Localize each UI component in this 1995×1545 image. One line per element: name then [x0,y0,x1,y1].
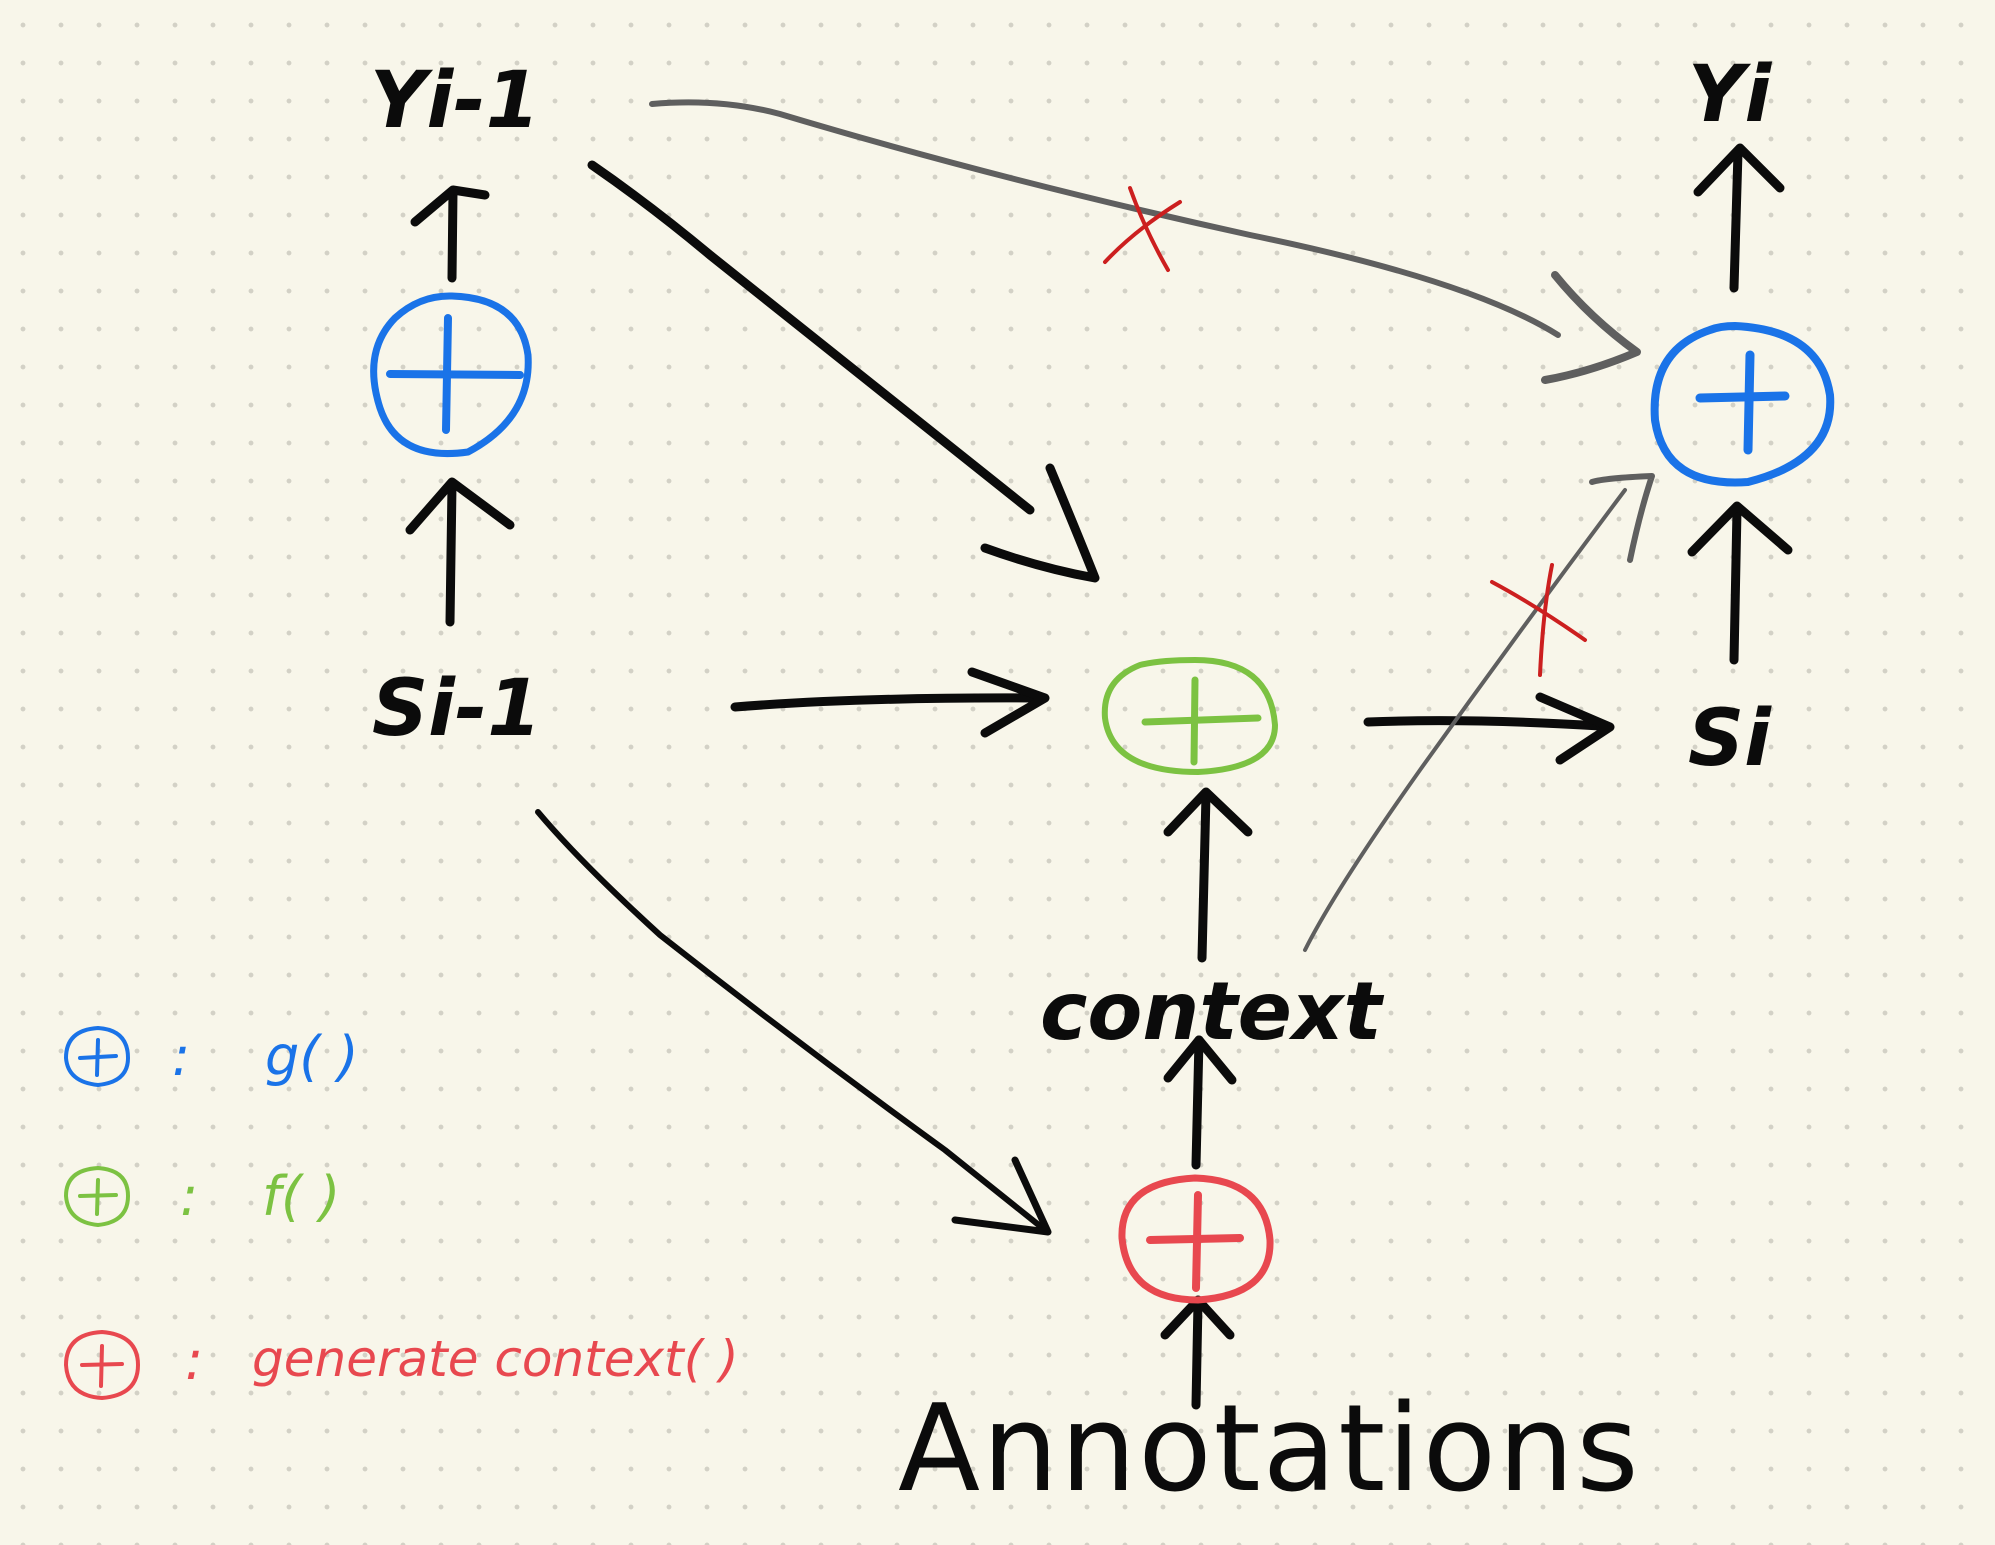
arrow-g-right-to-y-curr [1693,143,1785,293]
legend-g-label: g( ) [265,1025,359,1088]
label-context: context [1040,965,1382,1058]
arrow-g-left-to-y-prev [410,185,490,283]
legend-gen-label: generate context( ) [252,1330,739,1388]
label-s-prev: Si-1 [372,664,542,754]
plus-circle-icon [64,1166,130,1227]
generate-context-node [1118,1174,1274,1304]
legend-f-separator: : [180,1165,199,1228]
cross-mark-icon [1103,186,1182,272]
plus-circle-icon [1650,322,1835,487]
plus-circle-icon [64,1026,130,1087]
gray-arrow-context-to-g-right [1303,473,1655,952]
plus-circle-icon [1101,657,1278,775]
g-node-right [1650,322,1835,487]
plus-circle-icon [64,1330,140,1400]
arrow-s-prev-to-f [730,667,1050,738]
plus-circle-icon [370,292,532,458]
f-node [1101,657,1278,775]
legend-f-label: f( ) [262,1165,341,1228]
label-s-curr: Si [1688,694,1771,784]
arrow-s-prev-to-gen [535,809,1052,1236]
arrow-y-prev-to-f [587,160,1100,583]
arrow-gen-to-context [1163,1035,1237,1170]
gray-arrow-y-prev-to-g-right [649,99,1641,384]
legend-gen-separator: : [185,1329,204,1392]
arrow-context-to-f [1163,787,1253,963]
label-y-prev: Yi-1 [370,56,540,146]
label-y-curr: Yi [1688,50,1772,140]
cross-mark-icon [1490,563,1587,677]
label-annotations: Annotations [898,1380,1641,1519]
arrow-f-to-s-curr [1363,692,1615,765]
g-node-left [370,292,532,458]
legend-gen-icon [64,1330,140,1400]
legend-g-separator: : [172,1025,191,1088]
arrow-s-curr-to-g-right [1687,501,1793,665]
plus-circle-icon [1118,1174,1274,1304]
legend-g-icon [64,1026,130,1087]
legend-f-icon [64,1166,130,1227]
arrow-s-prev-to-g-left [405,477,515,627]
